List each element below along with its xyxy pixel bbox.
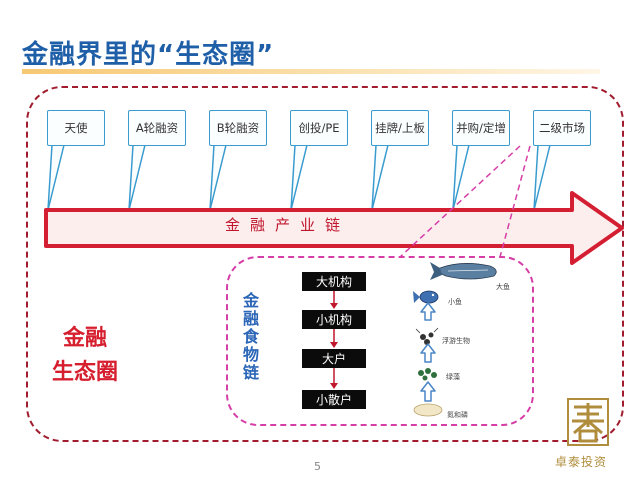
ecosystem-label-line-1: 金融	[63, 326, 108, 351]
stage-angel: 天使	[47, 110, 105, 146]
food-chain-label: 金融食物链	[242, 291, 259, 382]
food-chain-item-3: 大户	[302, 349, 366, 368]
ecosystem-frame	[26, 86, 624, 442]
zhuotai-logo-icon	[567, 398, 609, 446]
pyramid-label-nutrients: 氮和磷	[447, 411, 468, 419]
small-fish-icon	[413, 290, 439, 304]
ecosystem-label: 金融 生态圈	[52, 322, 118, 390]
connector-line-2	[499, 145, 531, 258]
food-chain-item-1: 大机构	[302, 272, 366, 291]
down-arrow-icon	[330, 291, 338, 389]
food-chain-item-4: 小散户	[302, 390, 366, 409]
up-arrow-icon	[420, 302, 436, 402]
stage-secondary-market: 二级市场	[533, 110, 591, 146]
nutrients-icon	[413, 403, 443, 417]
pyramid-label-big-fish: 大鱼	[496, 283, 510, 291]
pyramid-label-algae: 绿藻	[446, 373, 460, 381]
title-underline	[22, 69, 600, 74]
plankton-icon	[415, 327, 439, 345]
big-fish-icon	[430, 262, 497, 280]
stage-series-b: B轮融资	[209, 110, 267, 146]
slide-title: 金融界里的“生态圈”	[22, 40, 275, 70]
pyramid-label-small-fish: 小鱼	[448, 298, 462, 306]
pyramid-label-plankton: 浮游生物	[442, 337, 470, 345]
arrow-body	[44, 191, 624, 265]
food-chain-item-2: 小机构	[302, 310, 366, 329]
stage-vc-pe: 创投/PE	[290, 110, 348, 146]
connector-line-1	[399, 145, 521, 258]
stage-series-a: A轮融资	[128, 110, 186, 146]
page-number: 5	[314, 460, 321, 473]
stage-ma: 并购/定增	[452, 110, 510, 146]
algae-icon	[418, 368, 437, 381]
logo-text: 卓泰投资	[555, 455, 608, 469]
food-chain-box	[226, 256, 534, 426]
stage-listing: 挂牌/上板	[371, 110, 429, 146]
arrow-label: 金融产业链	[225, 216, 351, 234]
ecosystem-label-line-2: 生态圈	[52, 360, 119, 385]
